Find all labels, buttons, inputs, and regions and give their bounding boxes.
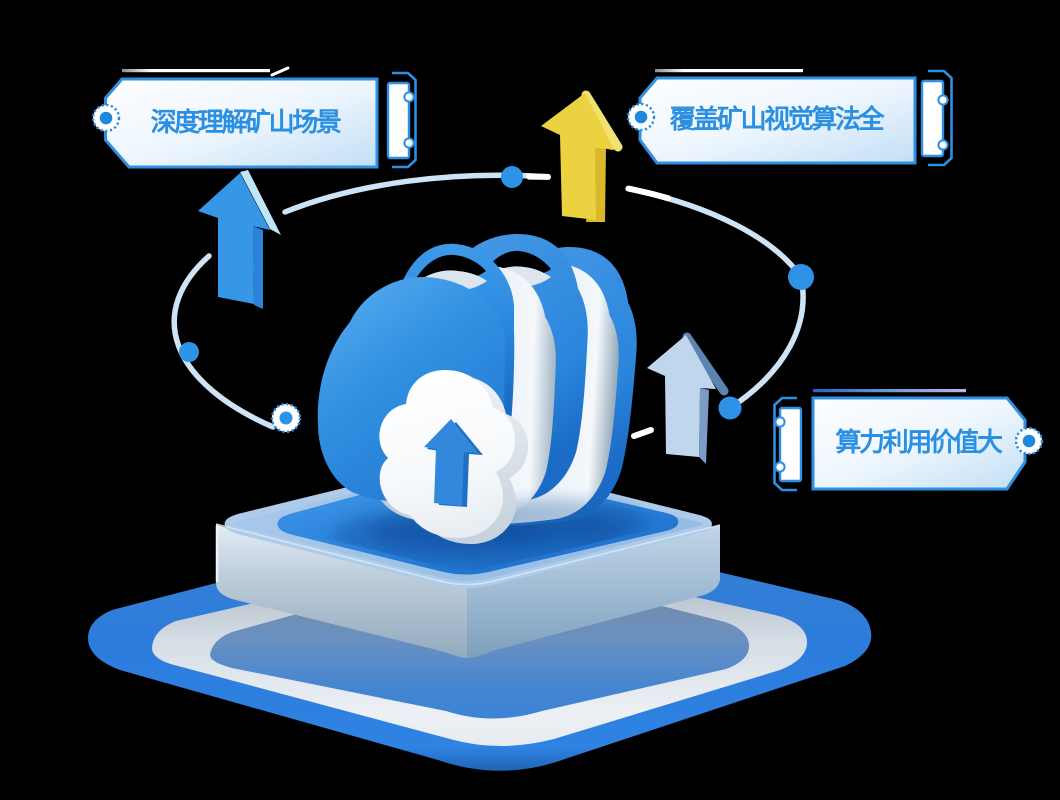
svg-text:算力利用价值大: 算力利用价值大 — [835, 427, 1003, 457]
svg-text:覆盖矿山视觉算法全: 覆盖矿山视觉算法全 — [669, 104, 886, 134]
svg-text:深度理解矿山场景: 深度理解矿山场景 — [151, 107, 342, 137]
